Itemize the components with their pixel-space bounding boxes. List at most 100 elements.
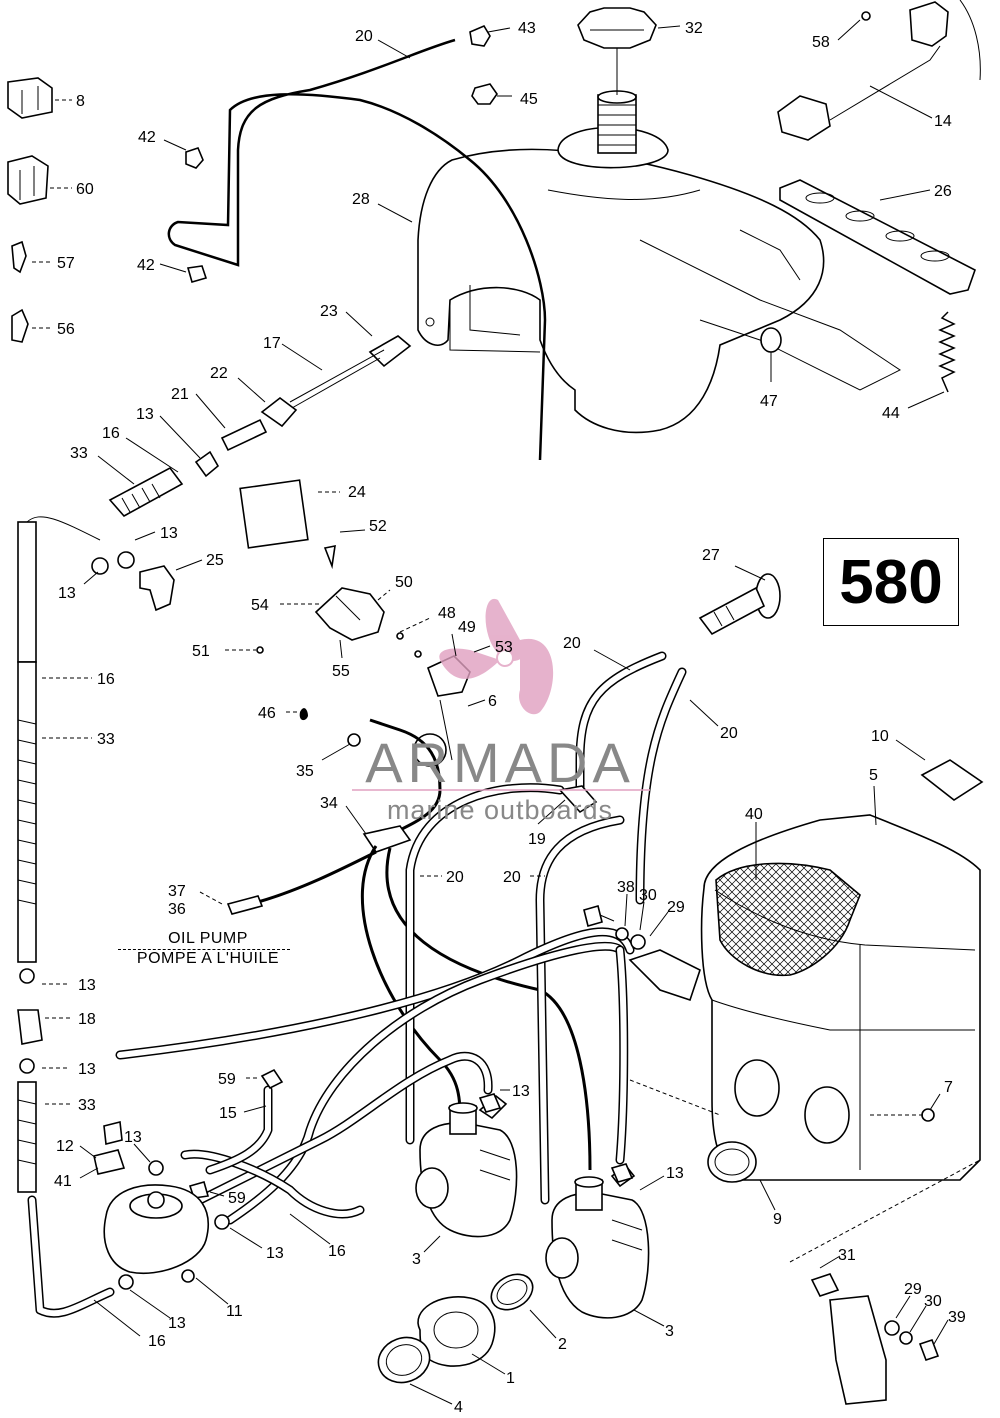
- watermark-tagline: marine outboards: [386, 795, 614, 825]
- clamp-59: [260, 1068, 284, 1090]
- clip-56: [11, 308, 29, 343]
- primer-bulb: [698, 573, 781, 636]
- callout-51: 51: [192, 643, 210, 660]
- callout-49: 49: [458, 619, 476, 636]
- fuel-line-assembly: [108, 335, 412, 518]
- clamp-13-carb: [478, 1093, 502, 1113]
- callout-7: 7: [944, 1079, 953, 1096]
- callout-5: 5: [869, 767, 878, 784]
- callout-13-c: 13: [58, 585, 76, 602]
- callout-3: 3: [412, 1251, 421, 1268]
- oil-fittings-lower: [17, 968, 43, 1193]
- callout-55: 55: [332, 663, 350, 680]
- tank-mount: [639, 239, 901, 391]
- callout-13-h: 13: [666, 1165, 684, 1182]
- callout-40: 40: [745, 806, 763, 823]
- callout-21: 21: [171, 386, 189, 403]
- grease-drop: [299, 708, 308, 721]
- callout-28: 28: [352, 191, 370, 208]
- callout-42-lower: 42: [137, 257, 155, 274]
- fuel-hose-upper: [405, 651, 687, 1205]
- cable-junction: [362, 825, 412, 853]
- callout-20-b: 20: [563, 635, 581, 652]
- callout-13-d: 13: [78, 977, 96, 994]
- callout-29: 29: [667, 899, 685, 916]
- vent-fitting: [469, 24, 498, 105]
- callout-13-f: 13: [512, 1083, 530, 1100]
- fuel-sender: [777, 0, 981, 141]
- callout-1: 1: [506, 1370, 515, 1387]
- silencer-bracket: [810, 1273, 940, 1405]
- oil-hoses: [27, 927, 635, 1318]
- callout-22: 22: [210, 365, 228, 382]
- callout-30: 30: [639, 887, 657, 904]
- callout-18: 18: [78, 1011, 96, 1028]
- callout-45: 45: [520, 91, 538, 108]
- callout-labels: 20 43 32 58 8 45 14 42 60 26 28 57 42 23…: [54, 20, 966, 1416]
- callout-20: 20: [355, 28, 373, 45]
- fuel-cap: [577, 7, 657, 95]
- callout-52: 52: [369, 518, 387, 535]
- callout-33-c: 33: [78, 1097, 96, 1114]
- callout-48: 48: [438, 605, 456, 622]
- oil-pump-label-en: OIL PUMP: [168, 930, 248, 947]
- callout-13: 13: [136, 406, 154, 423]
- callout-39: 39: [948, 1309, 966, 1326]
- callout-13-b: 13: [160, 525, 178, 542]
- callout-20-e: 20: [503, 869, 521, 886]
- mount-bolt-upper: [583, 905, 646, 950]
- callout-13-g: 13: [124, 1129, 142, 1146]
- callout-15: 15: [219, 1105, 237, 1122]
- callout-24: 24: [348, 484, 366, 501]
- filler-neck: [557, 90, 669, 169]
- vent-hose: [167, 38, 547, 461]
- leader-lines: [32, 19, 981, 1405]
- gasket: [239, 479, 309, 549]
- callout-9: 9: [773, 1211, 782, 1228]
- callout-16-d: 16: [148, 1333, 166, 1350]
- carburetor-front: [415, 1094, 518, 1238]
- callout-36: 36: [168, 901, 186, 918]
- callout-43: 43: [518, 20, 536, 37]
- elbow-fitting: [91, 551, 175, 612]
- oil-pump-cable-lower: [257, 850, 377, 904]
- callout-44: 44: [882, 405, 900, 422]
- diagram-number-box: 580: [823, 538, 959, 626]
- washer-35: [347, 733, 361, 747]
- silencer-sleeve: [707, 1141, 757, 1183]
- callout-12: 12: [56, 1138, 74, 1155]
- air-filter-mesh: [715, 862, 861, 977]
- oil-pump-label-rule: [118, 949, 290, 950]
- fuel-fitting-19: [558, 785, 598, 814]
- grommet: [186, 265, 208, 283]
- callout-54: 54: [251, 597, 269, 614]
- callout-53: 53: [495, 639, 513, 656]
- grommet: [185, 147, 204, 169]
- callout-31: 31: [838, 1247, 856, 1264]
- washer-47: [760, 327, 782, 353]
- callout-41: 41: [54, 1173, 72, 1190]
- decal-10: [920, 759, 984, 801]
- callout-59-b: 59: [228, 1190, 246, 1207]
- callout-16: 16: [102, 425, 120, 442]
- oil-pump-label-fr: POMPE A L'HUILE: [136, 950, 280, 967]
- silencer-bracket-top: [628, 949, 701, 1002]
- callout-47: 47: [760, 393, 778, 410]
- callout-42: 42: [138, 129, 156, 146]
- callout-58: 58: [812, 34, 830, 51]
- callout-29-b: 29: [904, 1281, 922, 1298]
- fuel-tank: [417, 148, 825, 434]
- callout-56: 56: [57, 321, 75, 338]
- callout-3-b: 3: [665, 1323, 674, 1340]
- callout-10: 10: [871, 728, 889, 745]
- callout-16-b: 16: [97, 671, 115, 688]
- watermark-logo: [439, 598, 554, 715]
- cable-end: [226, 895, 264, 915]
- callout-35: 35: [296, 763, 314, 780]
- clamp-13-carb2: [610, 1163, 634, 1183]
- callout-37: 37: [168, 883, 186, 900]
- carburetor-rear: [545, 1164, 650, 1319]
- callout-6: 6: [488, 693, 497, 710]
- air-silencer: [700, 814, 981, 1181]
